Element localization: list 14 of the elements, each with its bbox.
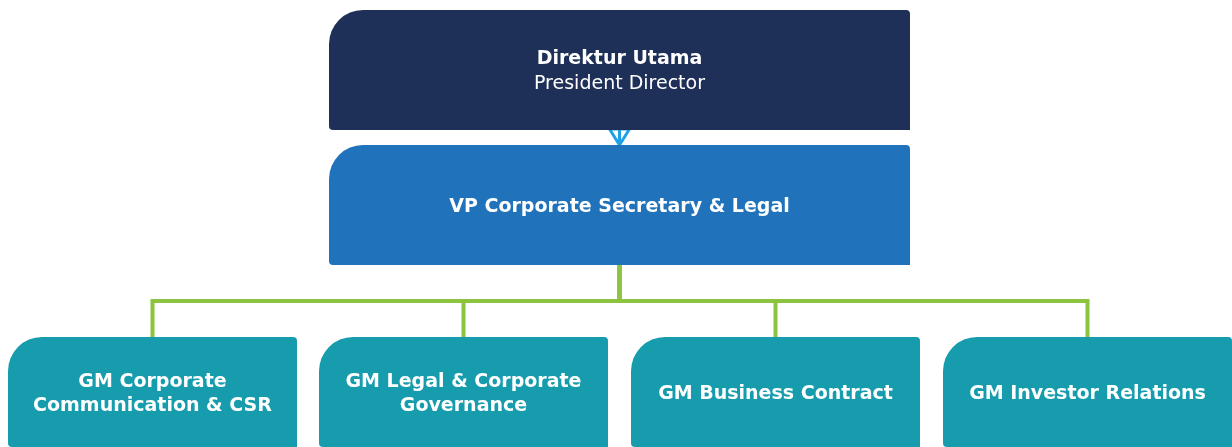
- node-title: VP Corporate Secretary & Legal: [449, 193, 790, 217]
- department-box: [631, 337, 920, 447]
- node-title: Direktur Utama: [536, 45, 703, 69]
- director-box: [329, 10, 910, 130]
- department-box: [319, 337, 608, 447]
- department-box: [943, 337, 1232, 447]
- node-title: GM Business Contract: [658, 380, 893, 404]
- vp-box: [329, 145, 910, 265]
- arrow: [608, 127, 631, 147]
- node-title: GM Investor Relations: [969, 380, 1206, 404]
- node-title: GM Corporate Communication & CSR: [32, 368, 273, 416]
- node-title: GM Legal & Corporate Governance: [344, 368, 583, 416]
- node-subtitle: President Director: [534, 70, 705, 95]
- department-box: [8, 337, 297, 447]
